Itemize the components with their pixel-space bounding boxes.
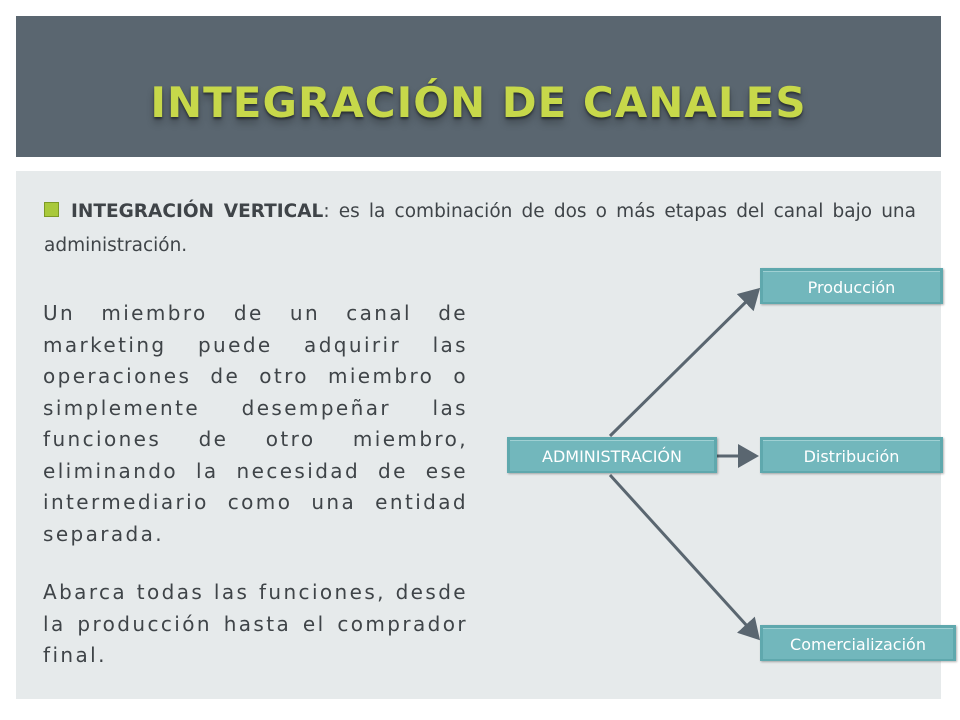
node-administracion: ADMINISTRACIÓN	[507, 437, 717, 473]
node-administracion-label: ADMINISTRACIÓN	[510, 440, 714, 471]
node-distribucion: Distribución	[760, 437, 943, 473]
arrow-to-comercializacion	[608, 473, 761, 641]
node-produccion: Producción	[760, 268, 943, 304]
paragraph-2: Abarca todas las funciones, desde la pro…	[43, 580, 468, 667]
square-bullet-icon	[44, 202, 61, 219]
node-distribucion-label: Distribución	[763, 440, 940, 471]
node-comercializacion: Comercialización	[760, 625, 956, 661]
node-produccion-label: Producción	[763, 271, 940, 302]
slide-title: INTEGRACIÓN DE CANALES	[150, 78, 807, 127]
bullet-definition: : es la combinación de dos o más etapas …	[44, 201, 916, 256]
bullet-term: INTEGRACIÓN VERTICAL	[71, 201, 324, 222]
bullet-item: INTEGRACIÓN VERTICAL: es la combinación …	[44, 195, 916, 263]
content-panel	[16, 171, 941, 699]
arrow-to-produccion	[608, 287, 761, 438]
title-bar: INTEGRACIÓN DE CANALES	[16, 16, 941, 157]
node-comercializacion-label: Comercialización	[763, 628, 953, 659]
paragraph-1: Un miembro de un canal de marketing pued…	[43, 301, 468, 546]
